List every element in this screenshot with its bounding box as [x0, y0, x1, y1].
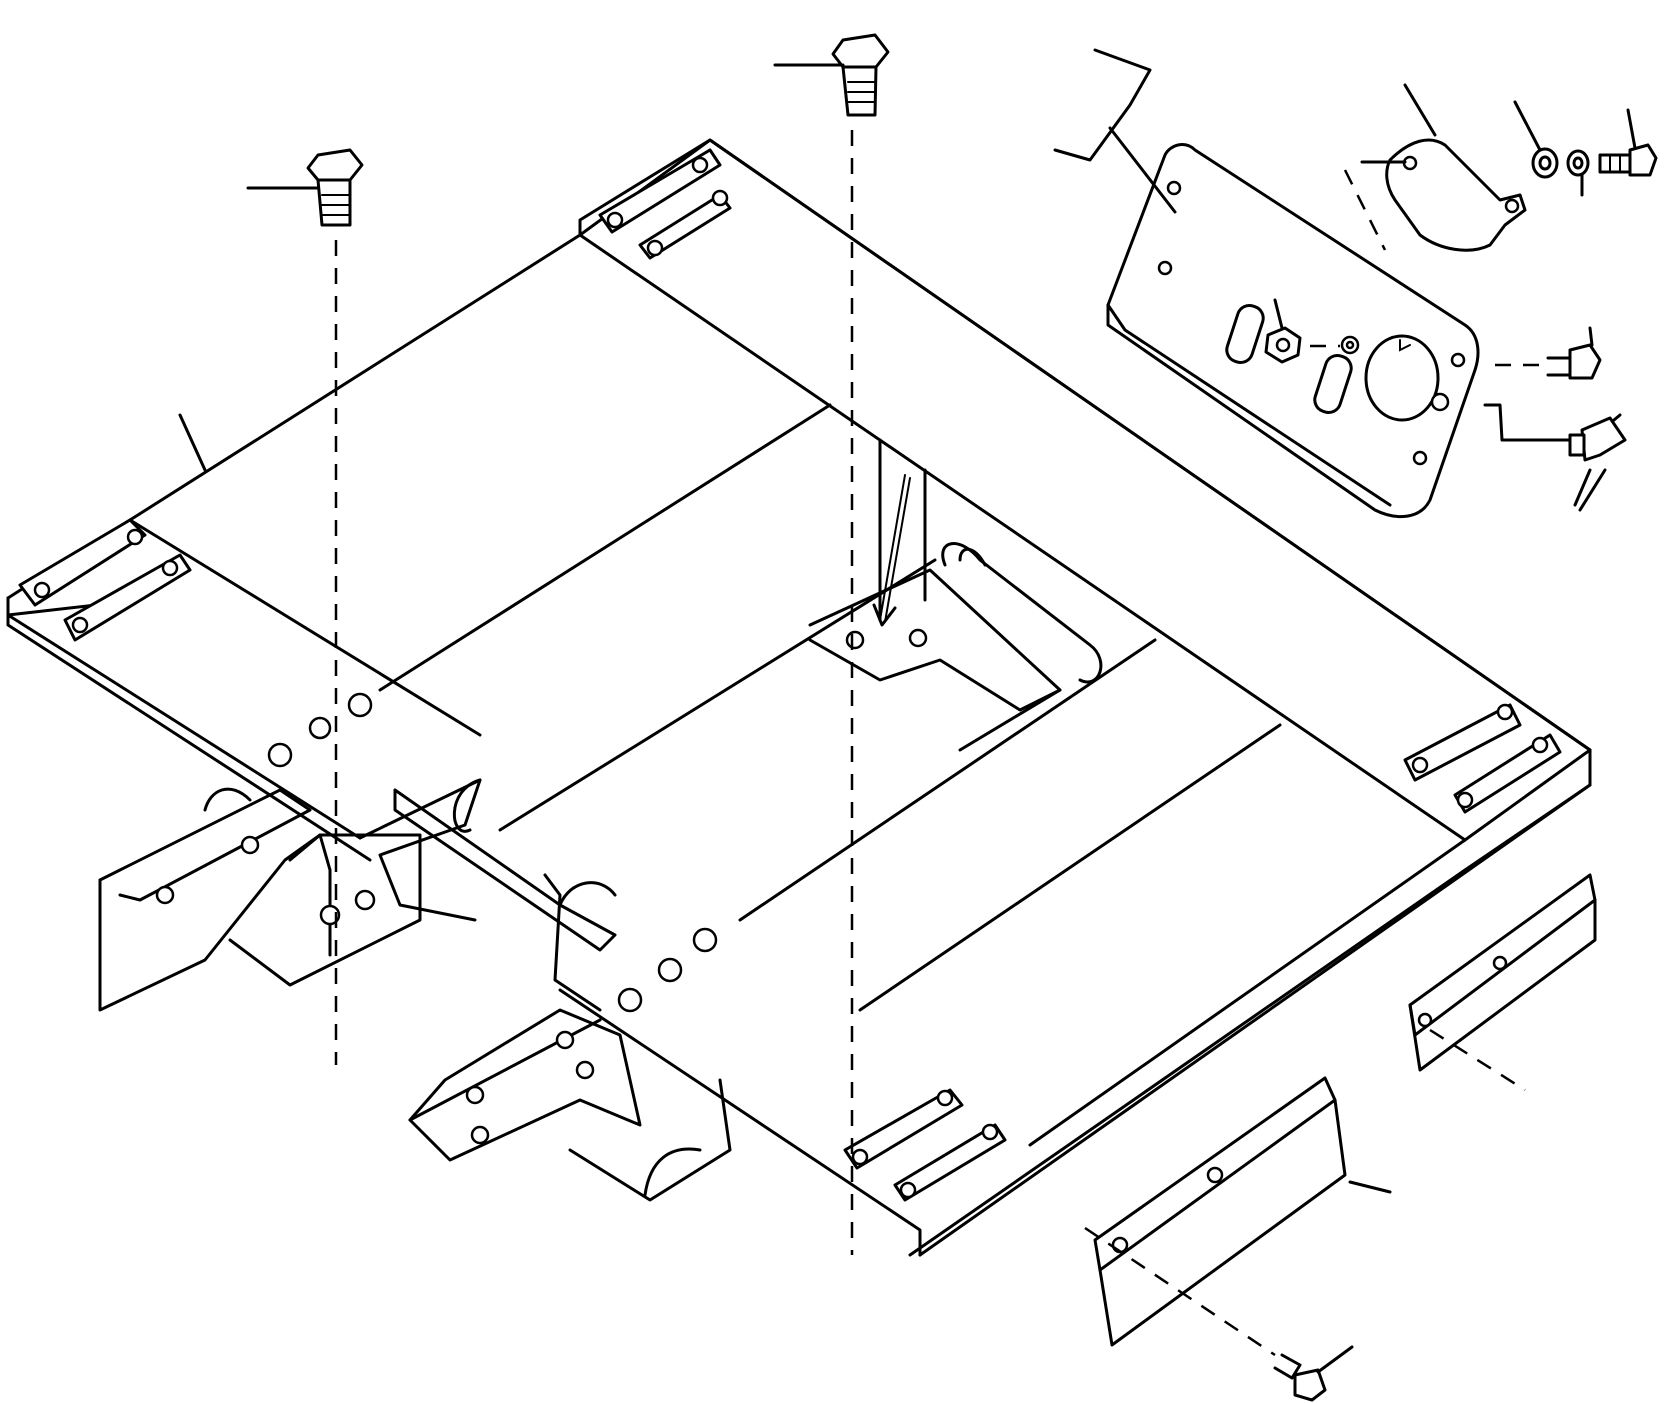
wing-bolt: [1483, 403, 1627, 512]
bolt-clamp: [1598, 108, 1658, 177]
bolt-plate: [1495, 326, 1602, 380]
cover-rear: [1408, 873, 1597, 1092]
clamp: [1343, 83, 1527, 252]
corner-pads: [18, 148, 1562, 1202]
washer-2: [1566, 149, 1590, 197]
washer-plate: [1310, 335, 1360, 355]
bolt-cover: [1084, 1226, 1354, 1402]
nut-plate: [1264, 298, 1302, 364]
frame-leader: [178, 413, 207, 472]
cover-front: [1093, 1076, 1392, 1347]
frame: [6, 138, 1592, 1257]
bolt-center: [773, 33, 890, 1255]
washer-1: [1513, 100, 1559, 179]
bolt-left: [246, 148, 364, 1065]
bracket-plate: [1053, 48, 1480, 519]
